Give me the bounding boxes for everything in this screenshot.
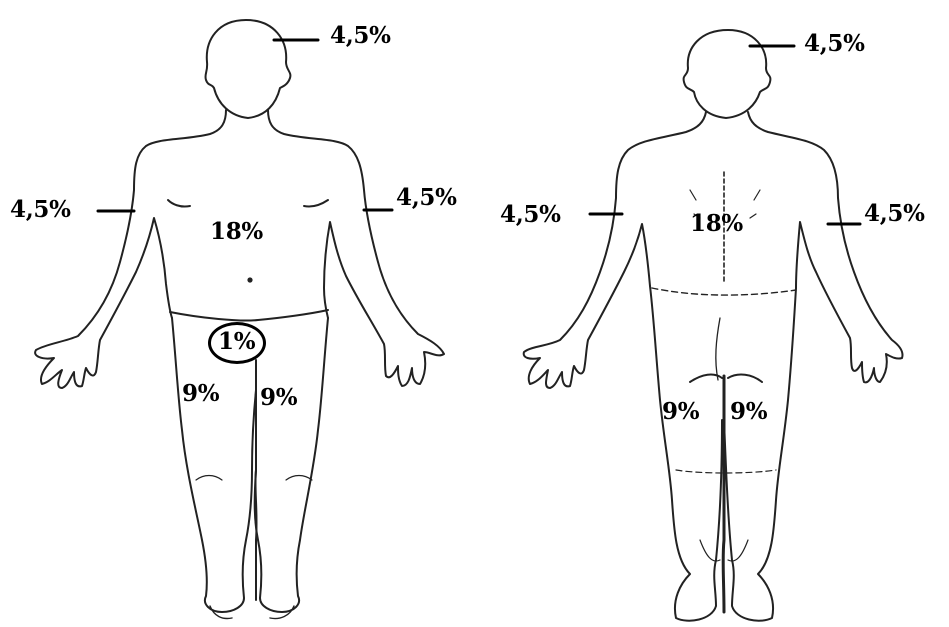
front-head (205, 20, 290, 118)
front-genitals-label: 1% (218, 330, 255, 353)
back-right-leg-label: 9% (730, 400, 767, 423)
back-head-label: 4,5% (804, 32, 865, 55)
front-figure (35, 20, 444, 619)
front-torso (35, 110, 226, 388)
pointer-lines (98, 40, 860, 224)
front-left-arm-label: 4,5% (396, 186, 457, 209)
back-torso (524, 112, 706, 388)
back-legs (650, 286, 722, 621)
back-head (684, 30, 771, 118)
front-head-label: 4,5% (330, 24, 391, 47)
back-trunk-label: 18% (690, 212, 743, 235)
back-right-arm-label: 4,5% (864, 202, 925, 225)
front-left-leg-label: 9% (260, 386, 297, 409)
back-left-leg-label: 9% (662, 400, 699, 423)
front-trunk-label: 18% (210, 220, 263, 243)
back-figure (524, 30, 903, 621)
front-right-leg-label: 9% (182, 382, 219, 405)
front-right-arm-label: 4,5% (10, 198, 71, 221)
back-left-arm-label: 4,5% (500, 203, 561, 226)
